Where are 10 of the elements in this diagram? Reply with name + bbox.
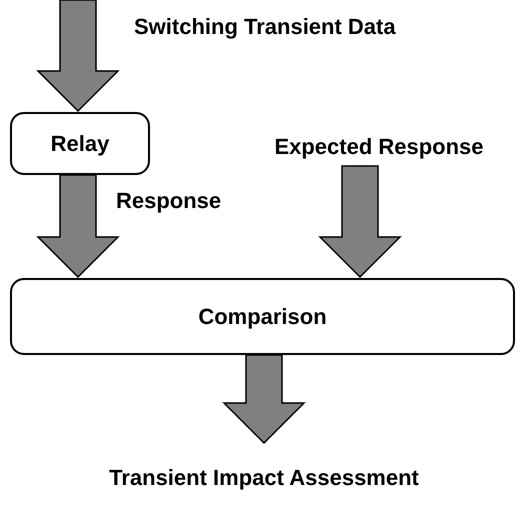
- node-label: Comparison: [198, 302, 327, 331]
- block-arrow: [222, 354, 306, 444]
- block-arrow: [36, 0, 120, 112]
- node-label: Relay: [50, 130, 110, 158]
- block-arrow: [36, 174, 120, 278]
- block-arrow: [318, 165, 402, 278]
- node-label: Transient Impact Assessment: [109, 464, 419, 492]
- process-box: [10, 278, 515, 355]
- node-label: Expected Response: [274, 133, 484, 161]
- process-box: [10, 112, 150, 175]
